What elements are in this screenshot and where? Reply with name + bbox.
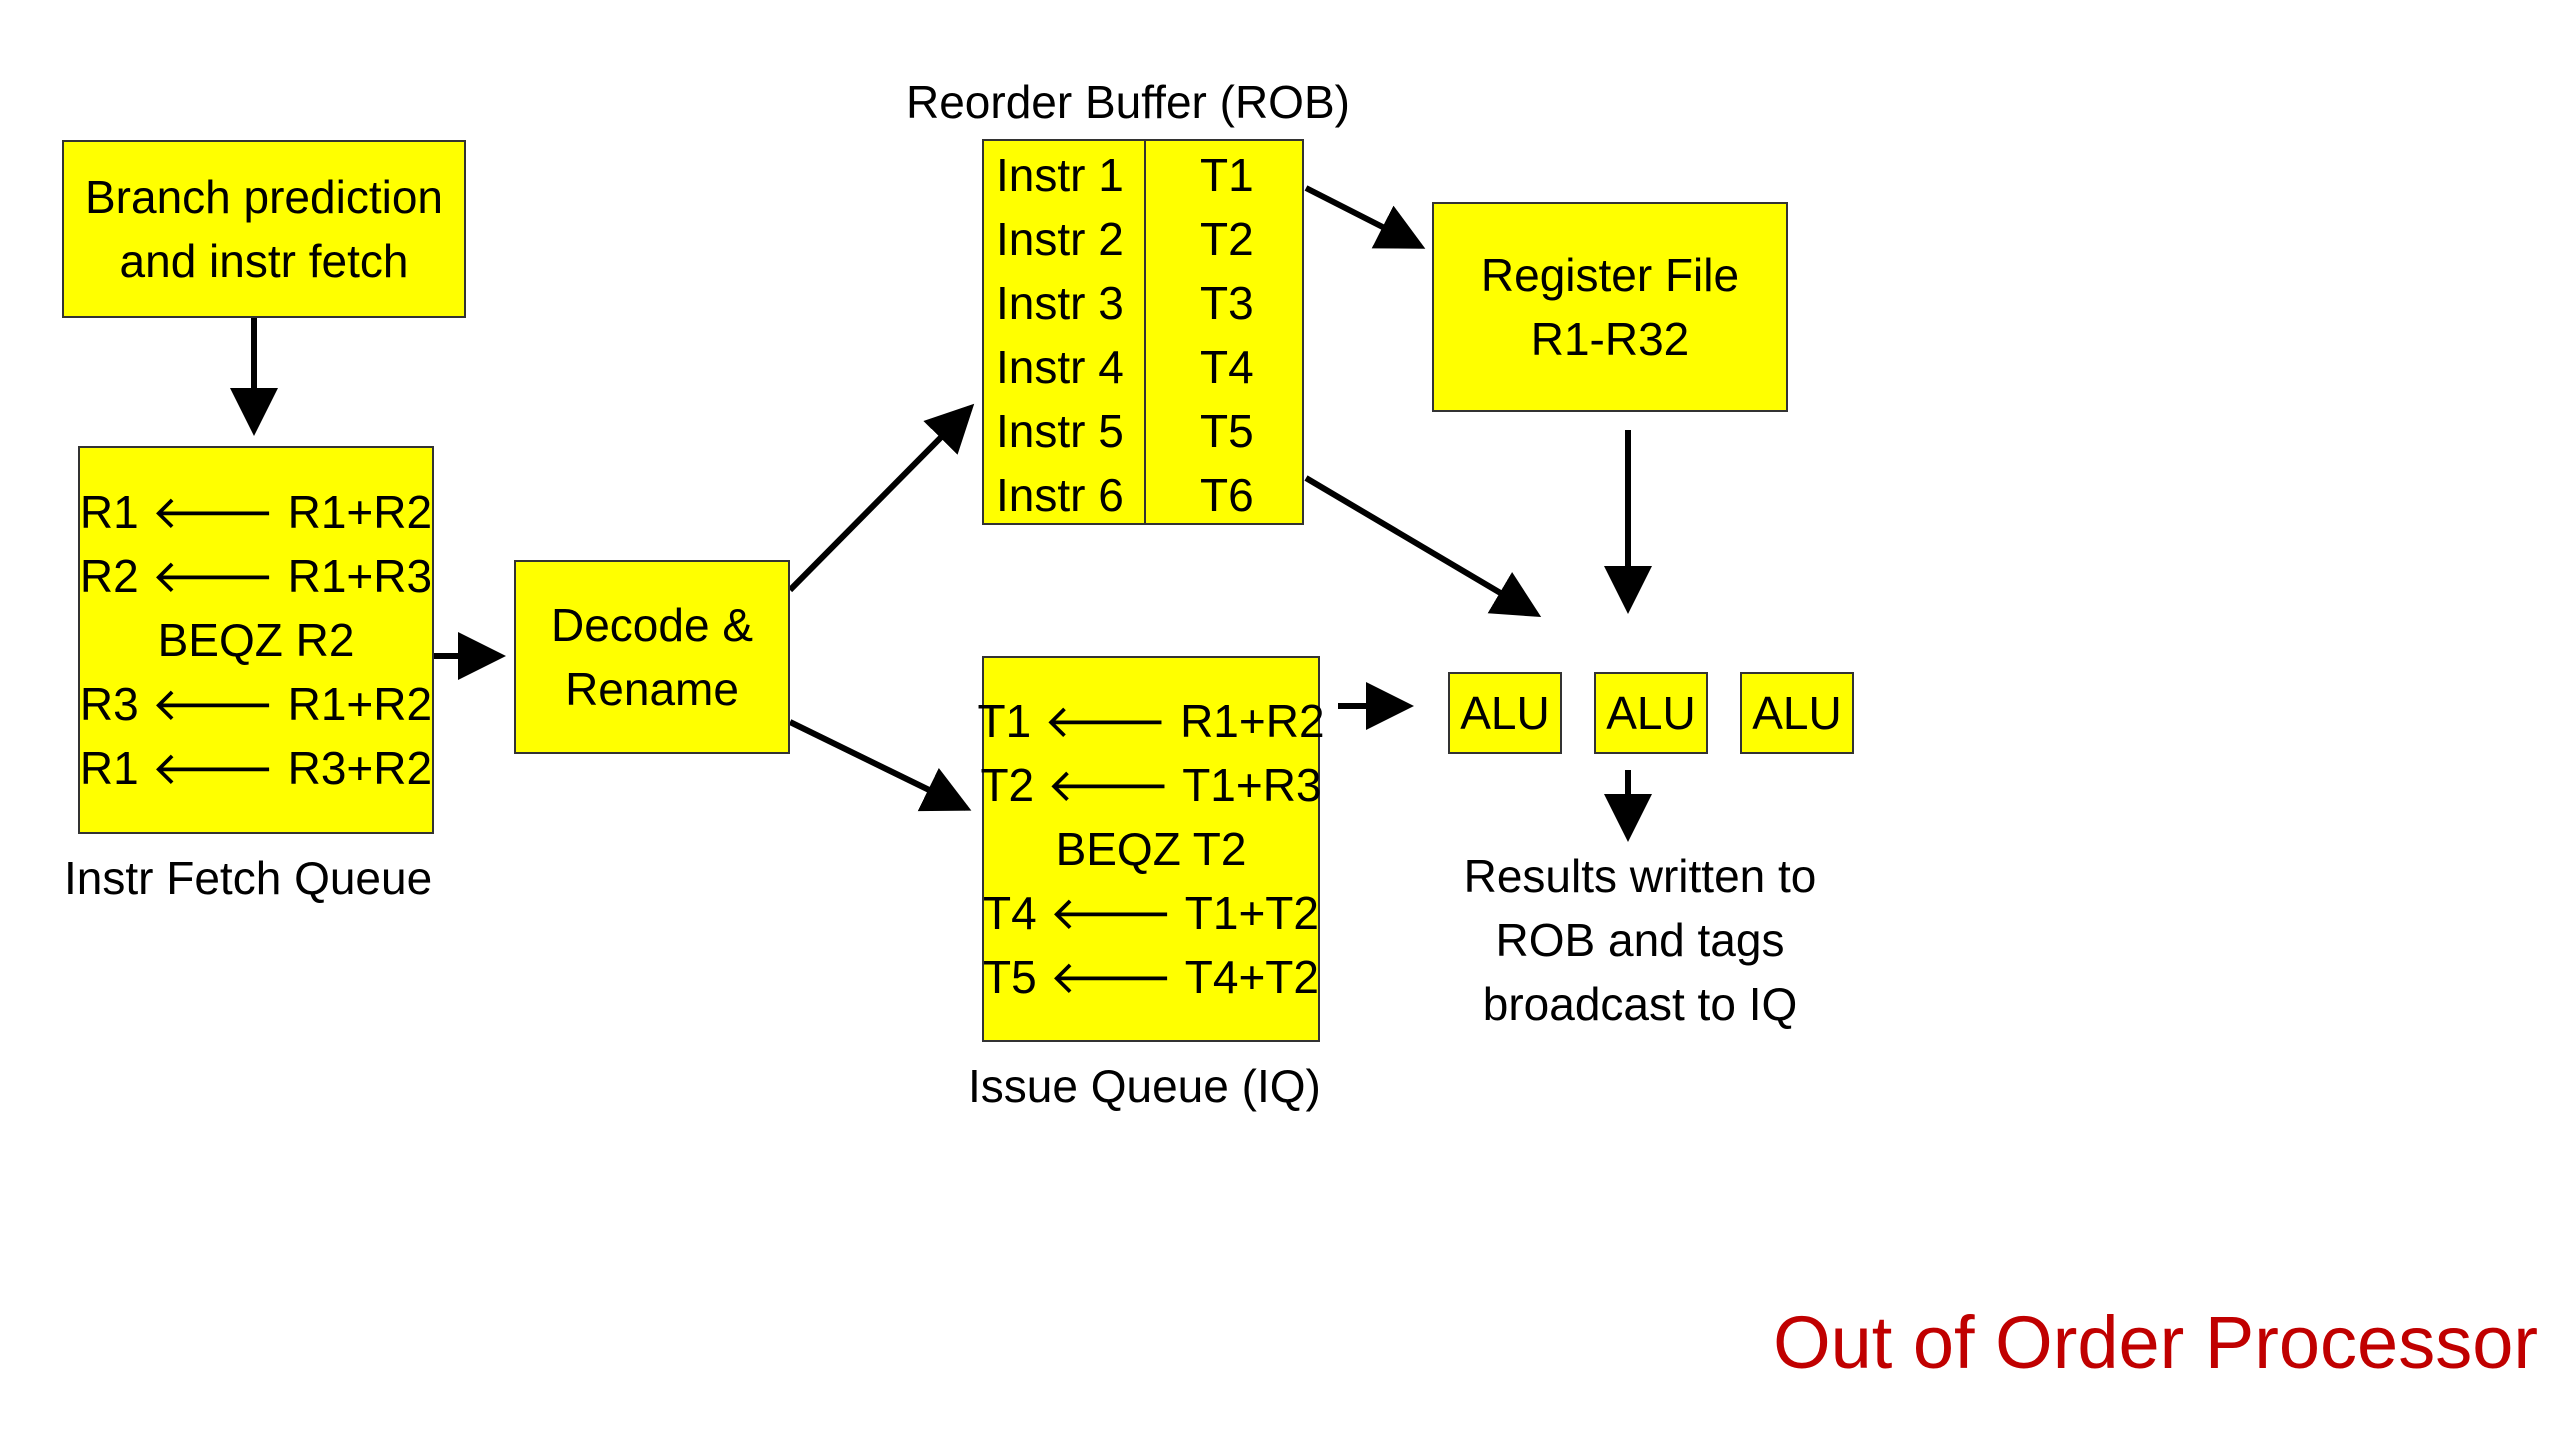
instr-fetch-queue-label: Instr Fetch Queue [64,852,433,904]
rob-instr-cell: Instr 2 [996,213,1124,265]
alu-unit: ALU [1594,672,1708,754]
alu-unit: ALU [1740,672,1854,754]
results-text: Results written to ROB and tags broadcas… [1440,844,1840,1036]
issue-queue-label: Issue Queue (IQ) [968,1060,1321,1112]
rob-instr-cell: Instr 4 [996,341,1124,393]
rob-tag-cell: T5 [1200,405,1254,457]
iq-line: BEQZ T2 [1055,823,1247,875]
slide-title: Out of Order Processor [1773,1301,2538,1384]
regfile-line: Register File [1480,249,1740,301]
iq-line: T2 🡐 T1+R3 [980,759,1322,811]
alu-unit: ALU [1448,672,1562,754]
fetch-line: Branch prediction [85,171,443,223]
branch-prediction-box: Branch prediction and instr fetch [62,140,466,318]
rob-label: Reorder Buffer (ROB) [906,76,1350,128]
iq-line: T1 🡐 R1+R2 [977,695,1325,747]
results-line: Results written to [1463,850,1817,902]
decode-rename-box: Decode & Rename [514,560,790,754]
rob-instr-cell: Instr 3 [996,277,1124,329]
decode-line: Rename [565,663,739,715]
results-line: broadcast to IQ [1482,978,1798,1030]
register-file-box: Register File R1-R32 [1432,202,1788,412]
rob-instr-cell: Instr 1 [996,149,1124,201]
arrow-rob-to-regfile [1304,185,1426,249]
ifq-line: R1 🡐 R1+R2 [79,486,433,538]
iq-line: T4 🡐 T1+T2 [983,887,1319,939]
arrow-rob-to-alu [1304,475,1542,618]
arrow-decode-to-rob [787,403,975,593]
ifq-line: R2 🡐 R1+R3 [79,550,433,602]
ifq-line: BEQZ R2 [157,614,355,666]
rob-column-divider [1144,141,1146,523]
rob-tag-cell: T3 [1200,277,1254,329]
ifq-line: R1 🡐 R3+R2 [79,742,433,794]
instr-fetch-queue-box: R1 🡐 R1+R2 R2 🡐 R1+R3 BEQZ R2 R3 🡐 R1+R2… [78,446,434,834]
rob-tag-cell: T6 [1200,469,1254,521]
iq-line: T5 🡐 T4+T2 [983,951,1319,1003]
issue-queue-box: T1 🡐 R1+R2 T2 🡐 T1+R3 BEQZ T2 T4 🡐 T1+T2… [977,656,1325,1042]
rob-instr-cell: Instr 6 [996,469,1124,521]
rob-tag-cell: T1 [1200,149,1254,201]
fetch-line: and instr fetch [119,235,409,287]
reorder-buffer-table: Instr 1 T1 Instr 2 T2 Instr 3 T3 Instr 4… [982,139,1304,525]
rob-tag-cell: T2 [1200,213,1254,265]
decode-line: Decode & [550,599,753,651]
results-line: ROB and tags [1495,914,1785,966]
regfile-line: R1-R32 [1530,313,1690,365]
rob-instr-cell: Instr 5 [996,405,1124,457]
rob-tag-cell: T4 [1200,341,1254,393]
arrow-decode-to-iq [788,719,972,812]
ifq-line: R3 🡐 R1+R2 [79,678,433,730]
